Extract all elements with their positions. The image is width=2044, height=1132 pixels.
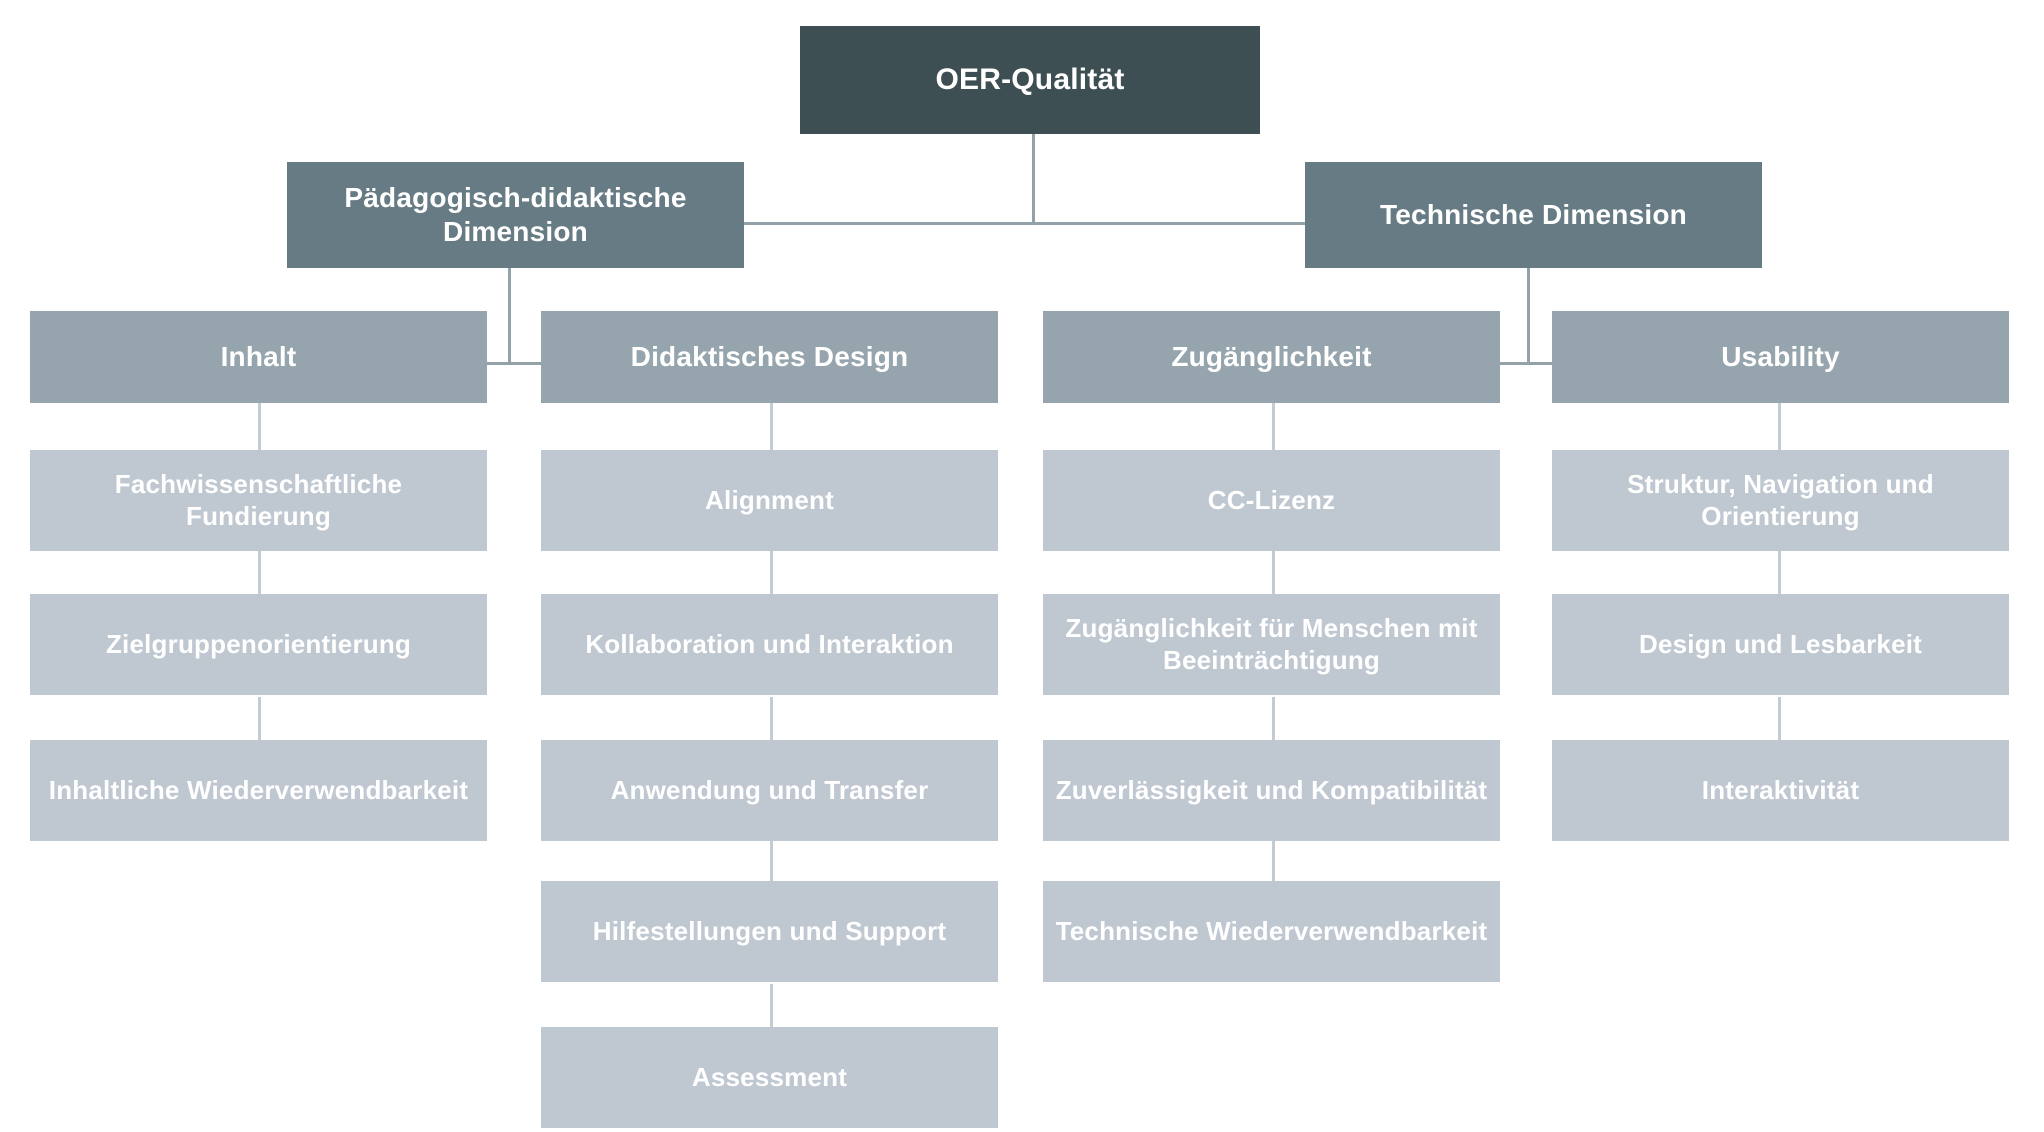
connector-left-category-bus — [487, 362, 547, 365]
connector-usability-3 — [1778, 697, 1781, 740]
node-kollaboration-und-interaktion[interactable]: Kollaboration und Interaktion — [541, 594, 998, 695]
connector-dimension-bus — [738, 222, 1310, 225]
node-cc-lizenz[interactable]: CC-Lizenz — [1043, 450, 1500, 551]
node-design-und-lesbarkeit[interactable]: Design und Lesbarkeit — [1552, 594, 2009, 695]
connector-didaktik-4 — [770, 838, 773, 881]
node-technische-wiederverwendbarkeit[interactable]: Technische Wiederverwendbarkeit — [1043, 881, 1500, 982]
node-usability[interactable]: Usability — [1552, 311, 2009, 403]
connector-inhalt-2 — [258, 551, 261, 594]
node-oer-qualitaet[interactable]: OER-Qualität — [800, 26, 1260, 134]
node-zuverlaessigkeit-und-kompatibilitaet[interactable]: Zuverlässigkeit und Kompatibilität — [1043, 740, 1500, 841]
node-interaktivitaet[interactable]: Interaktivität — [1552, 740, 2009, 841]
connector-inhalt-3 — [258, 697, 261, 740]
node-didaktisches-design[interactable]: Didaktisches Design — [541, 311, 998, 403]
connector-didaktik-2 — [770, 551, 773, 594]
node-anwendung-und-transfer[interactable]: Anwendung und Transfer — [541, 740, 998, 841]
connector-right-dimension-stem — [1527, 268, 1530, 363]
connector-didaktik-5 — [770, 984, 773, 1027]
node-paedagogisch-didaktische-dimension[interactable]: Pädagogisch-didaktische Dimension — [287, 162, 744, 268]
node-zugaenglichkeit-fuer-menschen-mit-beeintraechtigung[interactable]: Zugänglichkeit für Menschen mit Beeinträ… — [1043, 594, 1500, 695]
node-zugaenglichkeit[interactable]: Zugänglichkeit — [1043, 311, 1500, 403]
connector-didaktik-3 — [770, 697, 773, 740]
node-inhaltliche-wiederverwendbarkeit[interactable]: Inhaltliche Wiederverwendbarkeit — [30, 740, 487, 841]
connector-didaktik-1 — [770, 403, 773, 450]
connector-root-stem — [1032, 134, 1035, 224]
node-technische-dimension[interactable]: Technische Dimension — [1305, 162, 1762, 268]
node-hilfestellungen-und-support[interactable]: Hilfestellungen und Support — [541, 881, 998, 982]
node-inhalt[interactable]: Inhalt — [30, 311, 487, 403]
connector-zugang-4 — [1272, 838, 1275, 881]
node-zielgruppenorientierung[interactable]: Zielgruppenorientierung — [30, 594, 487, 695]
node-fachwissenschaftliche-fundierung[interactable]: Fachwissenschaftliche Fundierung — [30, 450, 487, 551]
connector-zugang-1 — [1272, 403, 1275, 450]
connector-zugang-2 — [1272, 551, 1275, 594]
connector-inhalt-1 — [258, 403, 261, 450]
node-assessment[interactable]: Assessment — [541, 1027, 998, 1128]
node-alignment[interactable]: Alignment — [541, 450, 998, 551]
connector-right-category-bus — [1500, 362, 1572, 365]
connector-left-dimension-stem — [508, 268, 511, 363]
node-struktur-navigation-und-orientierung[interactable]: Struktur, Navigation und Orientierung — [1552, 450, 2009, 551]
connector-usability-1 — [1778, 403, 1781, 450]
connector-zugang-3 — [1272, 697, 1275, 740]
connector-usability-2 — [1778, 551, 1781, 594]
